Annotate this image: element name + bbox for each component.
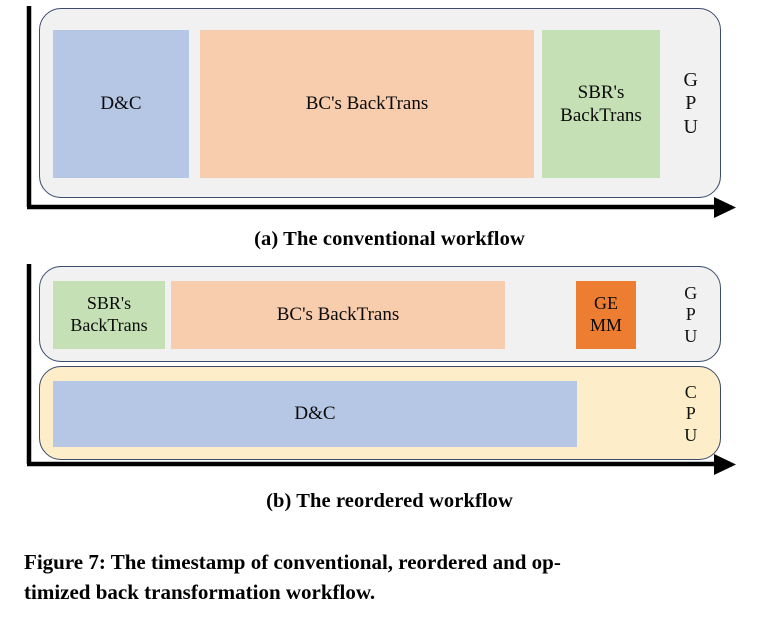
device-label-cpu-reordered: C P U — [670, 373, 712, 455]
lane-cpu-reordered: D&C C P U — [39, 366, 721, 460]
task-dc-gpu-conventional[interactable]: D&C — [53, 30, 189, 178]
device-letter: G — [683, 68, 699, 91]
device-letter: U — [684, 325, 698, 346]
task-label-line: BackTrans — [70, 315, 148, 335]
device-letter: U — [683, 115, 699, 138]
task-label-line: BackTrans — [560, 105, 642, 126]
device-letter: U — [684, 424, 698, 445]
figure-caption: Figure 7: The timestamp of conventional,… — [24, 548, 760, 608]
lane-gpu-conventional: D&C BC's BackTrans SBR's BackTrans G P U — [39, 8, 721, 198]
task-bc-backtrans-gpu-reordered[interactable]: BC's BackTrans — [171, 281, 505, 349]
task-label-line: D&C — [294, 403, 336, 425]
task-label-line: MM — [589, 315, 622, 335]
task-label-line: SBR's — [86, 293, 132, 314]
task-label-line: SBR's — [577, 81, 625, 103]
device-label-gpu-reordered: G P U — [670, 273, 712, 357]
task-label-line: D&C — [100, 93, 142, 115]
task-label-line: BC's BackTrans — [276, 304, 400, 326]
device-letter: P — [685, 403, 697, 424]
task-sbr-backtrans-gpu-reordered[interactable]: SBR's BackTrans — [53, 281, 165, 349]
panel-reordered: SBR's BackTrans BC's BackTrans GE MM G P… — [0, 262, 779, 522]
lane-gpu-reordered: SBR's BackTrans BC's BackTrans GE MM G P… — [39, 266, 721, 362]
task-sbr-backtrans-gpu-conventional[interactable]: SBR's BackTrans — [542, 30, 660, 178]
device-letter: G — [684, 283, 698, 304]
device-label-gpu-conventional: G P U — [670, 30, 712, 178]
panel-conventional: D&C BC's BackTrans SBR's BackTrans G P U — [0, 0, 779, 250]
task-gemm-gpu-reordered[interactable]: GE MM — [576, 281, 636, 349]
task-bc-backtrans-gpu-conventional[interactable]: BC's BackTrans — [200, 30, 534, 178]
task-label-line: BC's BackTrans — [305, 93, 429, 115]
figure-caption-line-2: timized back transformation workflow. — [24, 579, 376, 604]
task-dc-cpu-reordered[interactable]: D&C — [53, 381, 577, 447]
device-letter: P — [685, 92, 697, 115]
device-letter: P — [685, 304, 697, 325]
device-letter: C — [684, 382, 698, 403]
task-label-line: GE — [593, 293, 618, 314]
subcaption-reordered: (b) The reordered workflow — [266, 490, 513, 512]
subcaption-conventional: (a) The conventional workflow — [254, 228, 525, 250]
figure-caption-line-1: Figure 7: The timestamp of conventional,… — [24, 550, 561, 574]
